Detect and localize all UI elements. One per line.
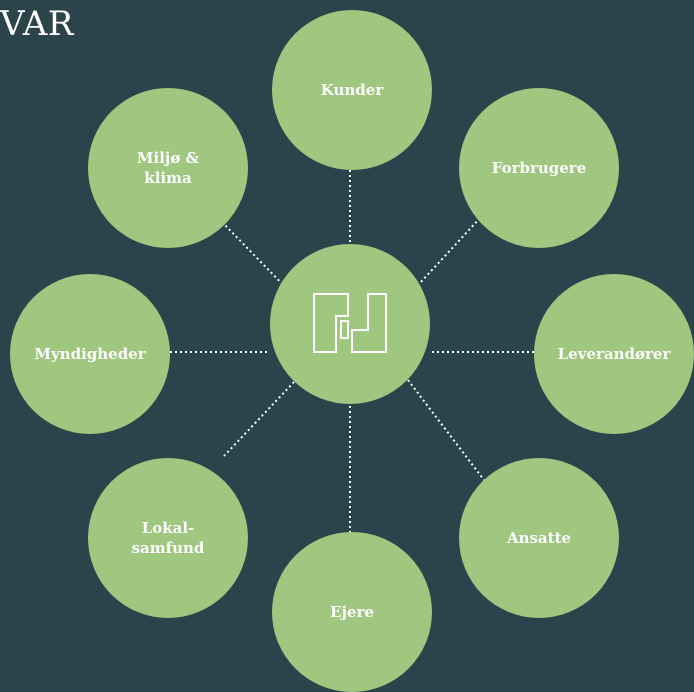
- node-ansatte: Ansatte: [459, 458, 619, 618]
- node-lokalsamfund: Lokal- samfund: [88, 458, 248, 618]
- node-miljo-klima: Miljø & klima: [88, 88, 248, 248]
- connector-lokalsamfund: [223, 381, 295, 457]
- node-label: Ejere: [330, 603, 374, 621]
- node-label: Myndigheder: [34, 345, 146, 363]
- page-title: VAR: [0, 4, 74, 44]
- node-label: Lokal- samfund: [131, 519, 205, 557]
- center-node: [270, 244, 430, 404]
- connector-ansatte: [407, 379, 485, 481]
- node-kunder: Kunder: [272, 10, 432, 170]
- node-label: Leverandører: [557, 345, 671, 363]
- node-forbrugere: Forbrugere: [459, 88, 619, 248]
- node-leverandorer: Leverandører: [534, 274, 694, 434]
- node-ejere: Ejere: [272, 532, 432, 692]
- node-myndigheder: Myndigheder: [10, 274, 170, 434]
- node-label: Kunder: [320, 81, 384, 99]
- node-label: Ansatte: [506, 529, 572, 547]
- node-label: Miljø & klima: [136, 149, 200, 187]
- company-logo-icon: [313, 293, 387, 353]
- node-label: Forbrugere: [491, 159, 587, 177]
- connector-miljo-klima: [221, 221, 293, 295]
